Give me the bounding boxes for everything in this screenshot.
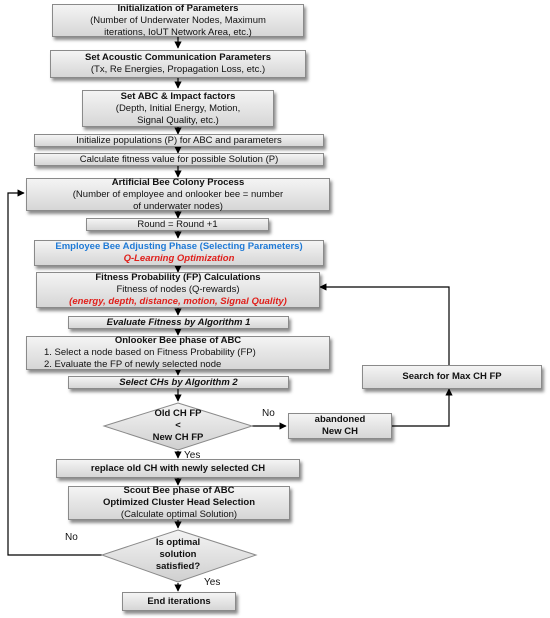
- step-replace-ch: replace old CH with newly selected CH: [56, 459, 300, 478]
- decision-compare-text: Old CH FP < New CH FP: [128, 408, 228, 444]
- step-select-chs: Select CHs by Algorithm 2: [68, 376, 289, 389]
- step-scout-line1: Optimized Cluster Head Selection: [102, 497, 256, 508]
- step-round-text: Round = Round +1: [137, 218, 218, 230]
- step-search-max: Search for Max CH FP: [362, 365, 542, 389]
- arrow-abandoned-to-search: [392, 388, 453, 427]
- step-scout: Scout Bee phase of ABC Optimized Cluster…: [68, 485, 290, 520]
- step-init-line2: iterations, IoUT Network Area, etc.): [104, 26, 252, 38]
- step-fp-calc: Fitness Probability (FP) Calculations Fi…: [36, 272, 320, 308]
- step-end-iterations: End iterations: [122, 592, 236, 611]
- step-init-title: Initialization of Parameters: [117, 2, 239, 14]
- label-yes-compare: Yes: [184, 450, 201, 461]
- step-replace-text: replace old CH with newly selected CH: [90, 462, 266, 474]
- step-evaluate-fitness: Evaluate Fitness by Algorithm 1: [68, 316, 289, 329]
- step-calc-fitness-text: Calculate fitness value for possible Sol…: [79, 153, 279, 165]
- decision-compare-line3: New CH FP: [152, 432, 204, 443]
- step-onlooker: Onlooker Bee phase of ABC 1. Select a no…: [26, 335, 330, 370]
- step-acoustic-title: Set Acoustic Communication Parameters: [84, 52, 271, 63]
- step-employee: Employee Bee Adjusting Phase (Selecting …: [34, 240, 324, 266]
- step-acoustic-line1: (Tx, Re Energies, Propagation Loss, etc.…: [90, 64, 266, 75]
- step-select-chs-text: Select CHs by Algorithm 2: [119, 376, 238, 388]
- step-employee-title: Employee Bee Adjusting Phase (Selecting …: [55, 241, 303, 252]
- step-initialization: Initialization of Parameters (Number of …: [52, 2, 304, 38]
- step-calc-fitness: Calculate fitness value for possible Sol…: [34, 153, 324, 166]
- arrow-loop-back: [7, 189, 102, 556]
- decision-optimal-diamond: [100, 529, 258, 583]
- step-abc-process-line2: of underwater nodes): [133, 200, 223, 212]
- label-no-optimal: No: [65, 532, 78, 543]
- step-abandoned-line1: abandoned: [314, 414, 366, 425]
- decision-compare-line1: Old CH FP: [154, 408, 202, 419]
- label-no-compare: No: [262, 408, 275, 419]
- step-fp-title: Fitness Probability (FP) Calculations: [95, 272, 261, 283]
- step-round: Round = Round +1: [86, 218, 269, 231]
- step-onlooker-line2: 2. Evaluate the FP of newly selected nod…: [44, 359, 222, 370]
- label-yes-optimal: Yes: [204, 577, 221, 588]
- step-init-pop-text: Initialize populations (P) for ABC and p…: [76, 134, 282, 146]
- step-abc-title: Set ABC & Impact factors: [120, 90, 236, 102]
- step-abc-process: Artificial Bee Colony Process (Number of…: [26, 176, 330, 212]
- step-init-populations: Initialize populations (P) for ABC and p…: [34, 134, 324, 147]
- step-abc-line2: Signal Quality, etc.): [137, 114, 219, 126]
- step-fp-line2: (energy, depth, distance, motion, Signal…: [69, 296, 287, 307]
- decision-compare-diamond: [102, 402, 254, 451]
- step-init-line1: (Number of Underwater Nodes, Maximum: [90, 14, 266, 26]
- step-abc-factors: Set ABC & Impact factors (Depth, Initial…: [82, 90, 274, 127]
- arrow-search-to-fp: [319, 283, 450, 365]
- step-abandoned-line2: New CH: [322, 426, 358, 437]
- step-abc-line1: (Depth, Initial Energy, Motion,: [115, 102, 241, 114]
- step-onlooker-line1: 1. Select a node based on Fitness Probab…: [44, 347, 256, 358]
- step-employee-line1: Q-Learning Optimization: [123, 253, 235, 264]
- step-end-text: End iterations: [147, 595, 211, 607]
- step-evaluate-text: Evaluate Fitness by Algorithm 1: [106, 316, 251, 328]
- step-abc-process-title: Artificial Bee Colony Process: [111, 176, 245, 188]
- step-onlooker-title: Onlooker Bee phase of ABC: [114, 335, 242, 346]
- step-search-text: Search for Max CH FP: [402, 371, 502, 382]
- decision-optimal-line1: Is optimal: [155, 537, 201, 548]
- step-abc-process-line1: (Number of employee and onlooker bee = n…: [72, 188, 284, 200]
- decision-optimal-line2: solution: [159, 549, 197, 560]
- decision-optimal-text: Is optimal solution satisfied?: [128, 537, 228, 573]
- decision-optimal-line3: satisfied?: [155, 561, 201, 572]
- step-abandoned: abandoned New CH: [288, 413, 392, 439]
- step-acoustic: Set Acoustic Communication Parameters (T…: [50, 50, 306, 78]
- step-fp-line1: Fitness of nodes (Q-rewards): [116, 284, 240, 295]
- step-scout-line2: (Calculate optimal Solution): [120, 509, 238, 520]
- step-scout-title: Scout Bee phase of ABC: [123, 485, 235, 496]
- decision-compare-line2: <: [175, 420, 181, 431]
